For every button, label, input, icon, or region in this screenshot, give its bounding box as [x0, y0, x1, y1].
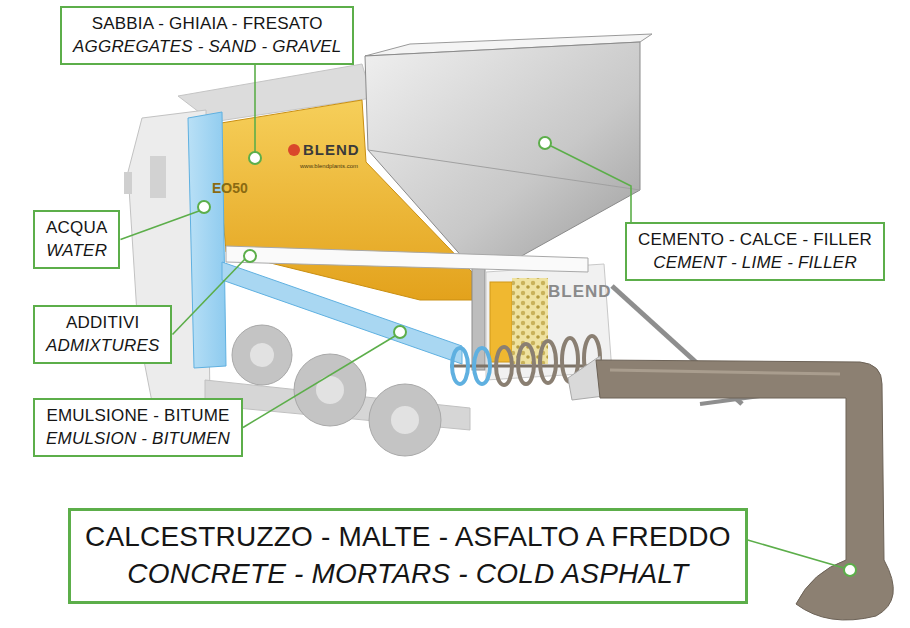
italian-label: EMULSIONE - BITUME: [46, 404, 230, 427]
english-label: WATER: [46, 239, 107, 262]
brand-logo: BLEND: [303, 141, 360, 158]
italian-label: CALCESTRUZZO - MALTE - ASFALTO A FREDDO: [85, 518, 731, 555]
english-label: ADMIXTURES: [46, 334, 159, 357]
english-label: CEMENT - LIME - FILLER: [638, 251, 872, 274]
callout-box: SABBIA - GHIAIA - FRESATOAGGREGATES - SA…: [60, 6, 354, 65]
callout-box: CEMENTO - CALCE - FILLERCEMENT - LIME - …: [625, 222, 885, 281]
website-label: www.blendplants.com: [300, 163, 358, 169]
callout-box: EMULSIONE - BITUMEEMULSION - BITUMEN: [33, 398, 243, 457]
english-label: EMULSION - BITUMEN: [46, 427, 230, 450]
english-label: AGGREGATES - SAND - GRAVEL: [73, 35, 341, 58]
italian-label: ADDITIVI: [46, 311, 159, 334]
italian-label: CEMENTO - CALCE - FILLER: [638, 228, 872, 251]
italian-label: SABBIA - GHIAIA - FRESATO: [73, 12, 341, 35]
english-label: CONCRETE - MORTARS - COLD ASPHALT: [85, 555, 731, 592]
model-label: EO50: [212, 180, 248, 196]
callout-box: ADDITIVIADMIXTURES: [33, 305, 172, 364]
brand-logo: BLEND: [548, 282, 612, 302]
callout-box: ACQUAWATER: [33, 210, 120, 269]
callout-box: CALCESTRUZZO - MALTE - ASFALTO A FREDDOC…: [68, 508, 748, 604]
italian-label: ACQUA: [46, 216, 107, 239]
